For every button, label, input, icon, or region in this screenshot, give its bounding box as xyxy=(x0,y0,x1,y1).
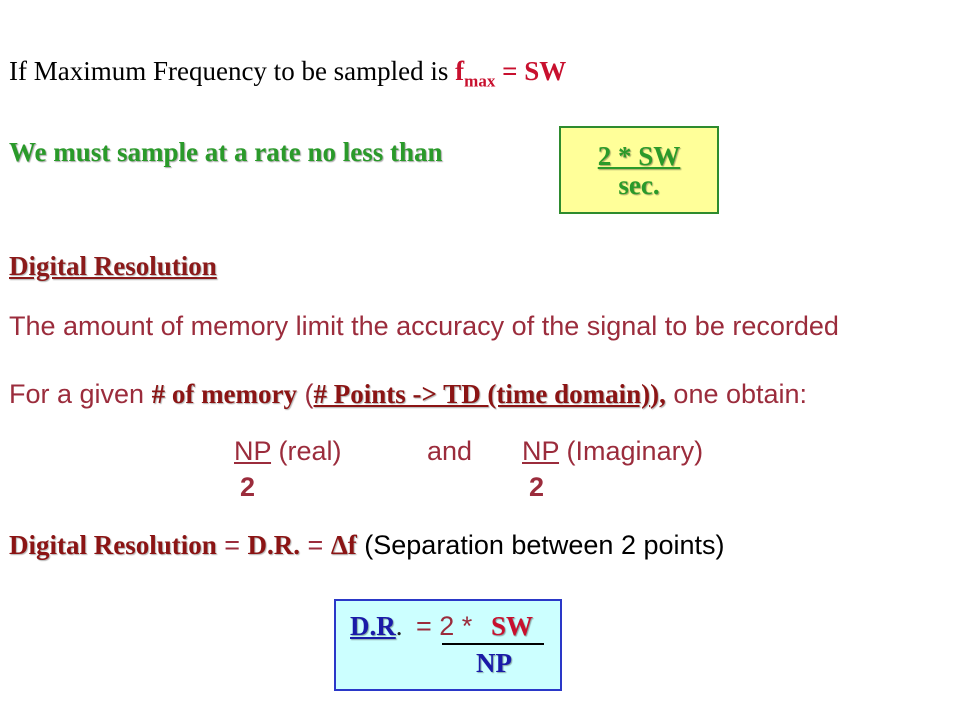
formula-np: NP xyxy=(476,648,512,678)
formula-dr: D.R. xyxy=(350,611,403,642)
np-imag-numerator: NP xyxy=(522,436,560,466)
memory-limit-text: The amount of memory limit the accuracy … xyxy=(9,311,839,341)
equals-sw: = SW xyxy=(495,56,567,86)
formula-equals-two: = 2 * xyxy=(416,611,472,642)
dr-equals-1: = xyxy=(216,530,248,560)
points-td-term: # Points -> TD (time domain) xyxy=(313,379,651,409)
np-real-fraction: NP (real) xyxy=(234,436,342,467)
formula-sw: SW xyxy=(491,611,534,641)
np-real-numerator: NP xyxy=(234,436,272,466)
max-subscript: max xyxy=(464,71,496,91)
memory-points-line: For a given # of memory (# Points -> TD … xyxy=(9,379,807,410)
sampling-rate-value: 2 * SW xyxy=(597,141,681,171)
formula-equals-text: = 2 * xyxy=(416,611,473,641)
np-imag-label: (Imaginary) xyxy=(559,436,704,466)
np-imag-fraction: NP (Imaginary) xyxy=(522,436,703,467)
close-paren: ), xyxy=(650,379,666,409)
formula-fraction-bar xyxy=(442,643,544,645)
open-paren: ( xyxy=(297,379,314,409)
separation-text: (Separation between 2 points) xyxy=(356,530,725,560)
formula-dr-label: D.R xyxy=(350,611,396,641)
f-symbol: f xyxy=(347,530,357,560)
sampling-rate-text: We must sample at a rate no less than xyxy=(9,137,443,167)
np-real-label: (real) xyxy=(271,436,342,466)
digital-resolution-heading: Digital Resolution xyxy=(9,251,217,281)
np-real-denominator: 2 xyxy=(240,472,256,502)
sampling-rate-unit: sec. xyxy=(618,170,660,200)
dr-term: Digital Resolution xyxy=(9,530,217,560)
obtain-text: one obtain: xyxy=(665,379,808,409)
sampling-rate-box: 2 * SW sec. xyxy=(559,126,719,214)
dr-equals-2: = xyxy=(300,530,331,560)
dr-formula-box: D.R. = 2 * SW NP xyxy=(334,599,562,691)
given-prefix: For a given xyxy=(9,379,152,409)
np-imag-denominator: 2 xyxy=(529,472,545,502)
max-frequency-line: If Maximum Frequency to be sampled is fm… xyxy=(9,56,566,91)
memory-count-term: # of memory xyxy=(151,379,298,409)
f-symbol: f xyxy=(455,56,465,86)
digital-resolution-definition: Digital Resolution = D.R. = Δf (Separati… xyxy=(9,530,725,561)
and-word: and xyxy=(427,436,473,466)
dr-abbrev: D.R. xyxy=(247,530,301,560)
delta-symbol: Δ xyxy=(330,530,348,560)
formula-dr-dot: . xyxy=(395,611,403,641)
max-frequency-text: If Maximum Frequency to be sampled is xyxy=(9,56,456,86)
